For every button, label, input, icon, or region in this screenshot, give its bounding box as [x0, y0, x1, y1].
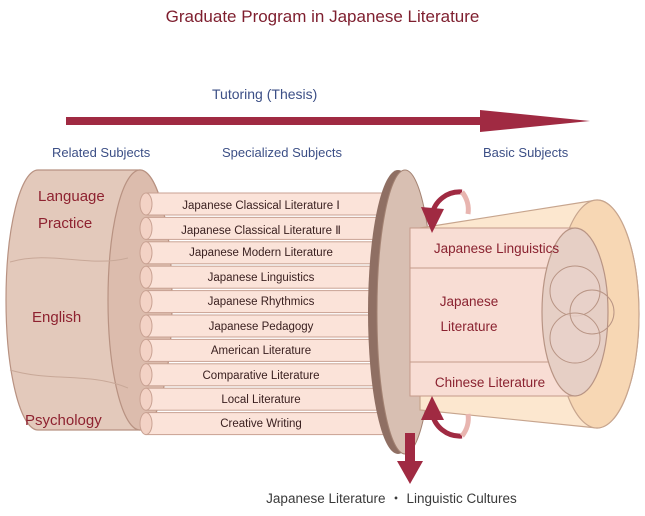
basic-japanese-linguistics: Japanese Linguistics	[433, 241, 560, 256]
footer-caption: Japanese Literature ・ Linguistic Culture…	[266, 491, 517, 506]
specialized-subject-8: Comparative Literature	[202, 370, 320, 382]
specialized-bar	[139, 387, 387, 411]
specialized-subject-6: Japanese Pedagogy	[208, 321, 314, 333]
specialized-subjects-header: Specialized Subjects	[222, 145, 342, 160]
specialized-subject-10: Creative Writing	[220, 418, 302, 430]
basic-subjects-header: Basic Subjects	[483, 145, 569, 160]
specialized-bar	[139, 412, 387, 436]
basic-subjects-cone	[409, 199, 640, 429]
specialized-subject-7: American Literature	[210, 345, 312, 357]
specialized-bar	[139, 363, 387, 387]
diagram-title: Graduate Program in Japanese Literature	[165, 7, 480, 26]
specialized-subject-1: Japanese Classical Literature Ⅰ	[182, 200, 340, 212]
specialized-bar	[139, 290, 387, 314]
specialized-subject-5: Japanese Rhythmics	[207, 296, 315, 308]
basic-japanese-literature-line2: Literature	[440, 319, 498, 334]
related-english: English	[32, 309, 82, 326]
specialized-bar	[139, 338, 387, 362]
related-practice: Practice	[38, 215, 93, 232]
tutoring-arrow	[66, 110, 590, 132]
related-subjects-header: Related Subjects	[52, 145, 151, 160]
specialized-subject-9: Local Literature	[221, 394, 301, 406]
related-language: Language	[38, 188, 105, 205]
specialized-subject-3: Japanese Modern Literature	[189, 247, 333, 259]
specialized-bars	[139, 192, 387, 436]
tutoring-label: Tutoring (Thesis)	[212, 86, 318, 102]
specialized-subject-2: Japanese Classical Literature Ⅱ	[181, 225, 341, 237]
specialized-subject-4: Japanese Linguistics	[207, 272, 315, 284]
rotation-arrows	[421, 189, 471, 439]
basic-chinese-literature: Chinese Literature	[434, 375, 546, 390]
specialized-bar	[139, 216, 387, 240]
down-arrow	[397, 433, 423, 484]
specialized-bar	[139, 265, 387, 289]
related-psychology: Psychology	[25, 412, 102, 429]
basic-japanese-literature-line1: Japanese	[439, 294, 499, 309]
